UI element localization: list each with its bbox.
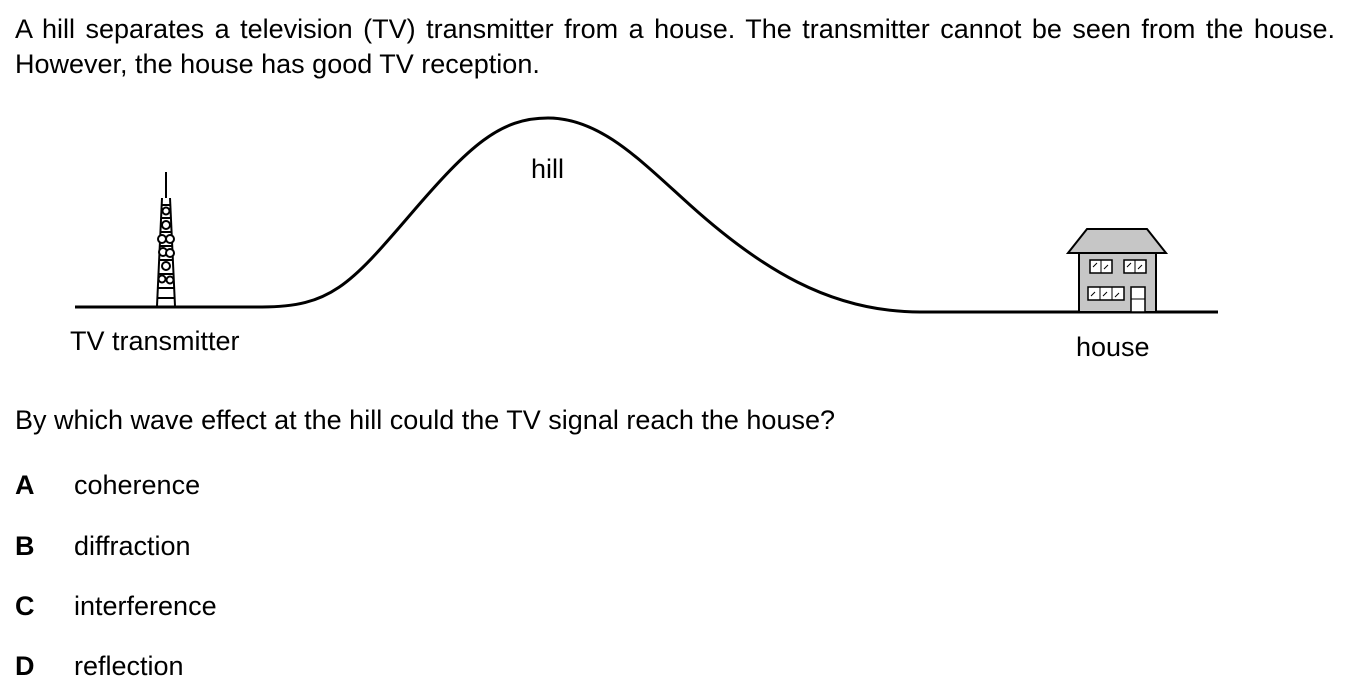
question-prompt: By which wave effect at the hill could t… (15, 405, 835, 435)
hill-profile (75, 116, 1218, 314)
option-letter: C (15, 591, 35, 621)
option-letter: D (15, 651, 35, 681)
house-label: house (1076, 332, 1150, 362)
option-letter: B (15, 531, 35, 561)
transmitter-label: TV transmitter (70, 326, 240, 356)
house-icon (1065, 228, 1169, 313)
option-text: reflection (74, 651, 184, 681)
option-text: coherence (74, 470, 201, 500)
hill-label: hill (531, 154, 564, 184)
option-text: diffraction (74, 531, 191, 561)
option-text: interference (74, 591, 217, 621)
question-intro: A hill separates a television (TV) trans… (15, 14, 1335, 79)
option-letter: A (15, 470, 35, 500)
tv-transmitter-icon (156, 172, 176, 307)
